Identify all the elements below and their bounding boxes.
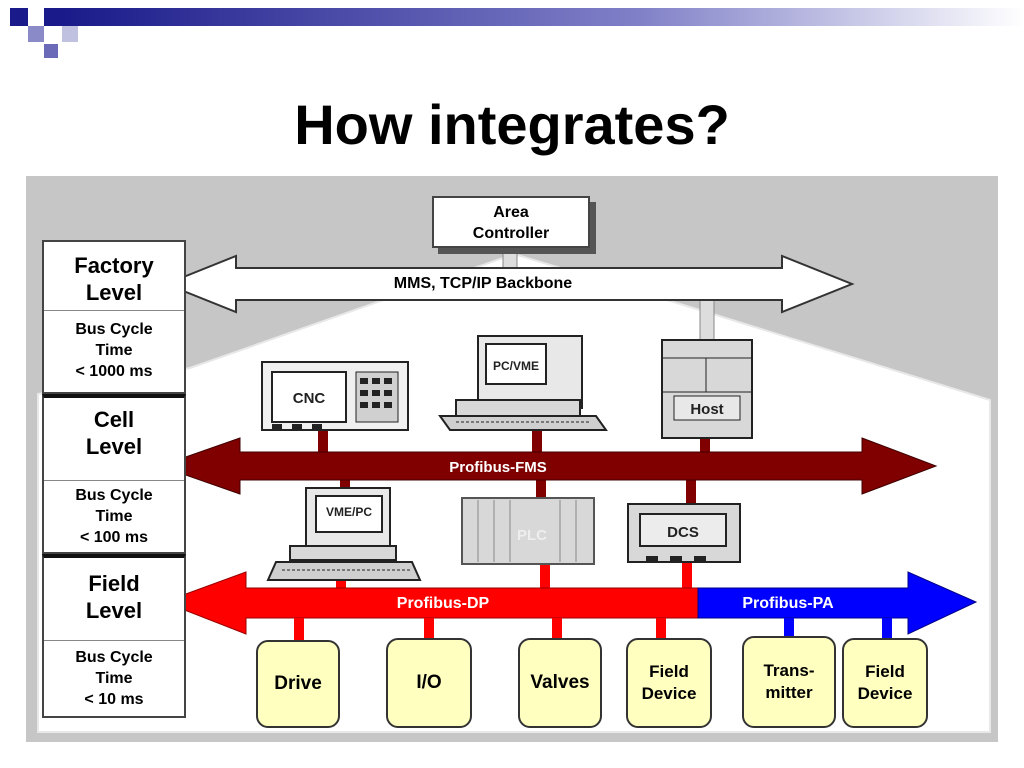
- field-device-dp-line1: Field: [649, 662, 689, 681]
- backbone-arrow: [163, 254, 855, 314]
- cell-level-box: Cell Level Bus Cycle Time < 100 ms: [42, 394, 186, 554]
- valves-label: Valves: [530, 672, 590, 693]
- field-device-pa-line2: Device: [857, 684, 913, 703]
- valves-device: Valves: [518, 638, 602, 728]
- cnc-drawing: [261, 361, 409, 431]
- cell-level-name1: Cell: [93, 407, 135, 432]
- transmitter-device: Trans- mitter: [742, 636, 836, 728]
- pa-label: Profibus-PA: [742, 595, 834, 612]
- factory-cycle-1: Bus Cycle: [75, 321, 153, 338]
- field-device-dp-line2: Device: [641, 684, 697, 703]
- factory-level-box: Factory Level Bus Cycle Time < 1000 ms: [42, 240, 186, 394]
- factory-cycle-3: < 1000 ms: [75, 363, 153, 380]
- io-device: I/O: [386, 638, 472, 728]
- host-drawing: [661, 339, 753, 439]
- area-controller-line1: Area: [493, 204, 529, 221]
- transmitter-line1: Trans-: [763, 661, 815, 680]
- drive-device: Drive: [256, 640, 340, 728]
- plc-drawing: [461, 497, 595, 565]
- area-controller: Area Controller: [432, 196, 590, 248]
- field-level-name1: Field: [88, 571, 140, 596]
- dp-label: Profibus-DP: [397, 595, 490, 612]
- vmepc-label: VME/PC: [326, 505, 372, 519]
- field-device-pa: Field Device: [842, 638, 928, 728]
- corner-decoration: [0, 0, 1024, 60]
- dcs-drawing: [627, 503, 741, 563]
- fms-label: Profibus-FMS: [449, 459, 547, 476]
- factory-level-name2: Level: [85, 280, 143, 305]
- pcvme-drawing: [438, 335, 608, 431]
- drive-label: Drive: [274, 673, 322, 694]
- transmitter-line2: mitter: [765, 683, 813, 702]
- host-label: Host: [690, 401, 723, 418]
- factory-level-name1: Factory: [74, 253, 154, 278]
- field-device-dp: Field Device: [626, 638, 712, 728]
- field-cycle-3: < 10 ms: [84, 691, 144, 708]
- area-controller-line2: Controller: [472, 225, 550, 242]
- plc-label: PLC: [517, 527, 547, 544]
- field-cycle-1: Bus Cycle: [75, 649, 153, 666]
- fms-arrow: [158, 437, 938, 495]
- page-title: How integrates?: [294, 93, 730, 156]
- pa-arrow: [697, 571, 978, 635]
- vmepc-drawing: [266, 487, 422, 581]
- field-cycle-2: Time: [95, 670, 133, 687]
- cell-cycle-1: Bus Cycle: [75, 487, 153, 504]
- io-label: I/O: [416, 672, 442, 693]
- cell-level-name2: Level: [85, 434, 143, 459]
- field-level-box: Field Level Bus Cycle Time < 10 ms: [42, 554, 186, 718]
- dcs-label: DCS: [667, 524, 699, 541]
- cell-cycle-3: < 100 ms: [79, 529, 149, 546]
- factory-cycle-2: Time: [95, 342, 133, 359]
- cell-cycle-2: Time: [95, 508, 133, 525]
- backbone-label: MMS, TCP/IP Backbone: [394, 275, 573, 292]
- field-device-pa-line1: Field: [865, 662, 905, 681]
- cnc-label: CNC: [293, 390, 326, 407]
- field-level-name2: Level: [85, 598, 143, 623]
- pcvme-label: PC/VME: [493, 359, 539, 373]
